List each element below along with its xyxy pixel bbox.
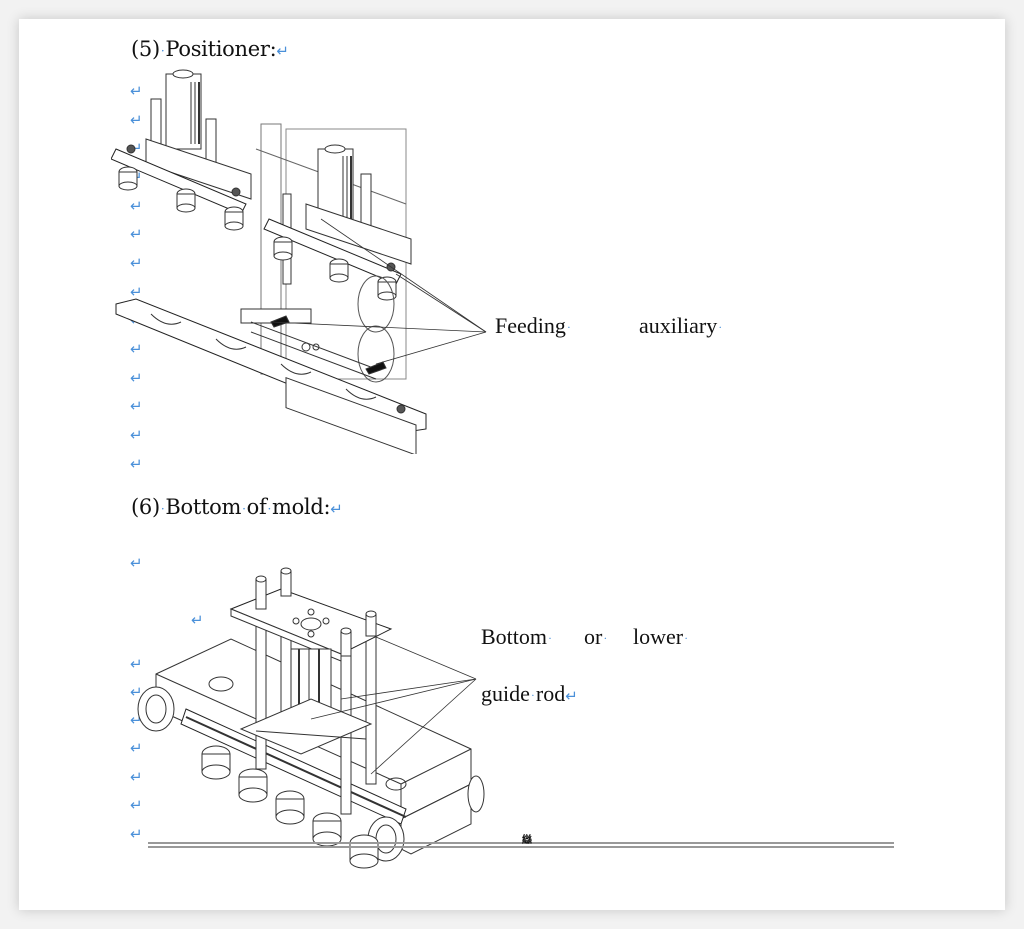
paragraph-return-icon: ↵ xyxy=(130,254,143,272)
section-number: (5) xyxy=(131,37,160,61)
callout-word: Feeding xyxy=(495,313,566,338)
space-mark: · xyxy=(242,501,246,516)
paragraph-return-icon: ↵ xyxy=(130,768,143,786)
positioner-callout-cont: auxiliary· xyxy=(639,313,723,339)
paragraph-return-icon: ↵ xyxy=(130,111,143,129)
paragraph-return-icon: ↵ xyxy=(130,739,143,757)
footer-glyph: 䜌 xyxy=(522,835,532,846)
callout-word: lower xyxy=(633,624,684,649)
paragraph-return-icon: ↵ xyxy=(130,455,143,473)
paragraph-return-icon: ↵ xyxy=(130,197,143,215)
section-title: Positioner: xyxy=(165,37,277,61)
space-mark: · xyxy=(160,501,165,516)
document-page: (5)·Positioner:↵ ↵ ↵ ↵ ↵ ↵ ↵ ↵ ↵ ↵ ↵ ↵ ↵… xyxy=(19,19,1005,910)
section-title-word: Bottom xyxy=(165,495,242,519)
space-mark: · xyxy=(548,631,553,646)
paragraph-return-icon: ↵ xyxy=(130,655,143,673)
space-mark: · xyxy=(684,631,689,646)
paragraph-return-icon: ↵ xyxy=(191,611,204,629)
bottom-callout-line-1: Bottom· xyxy=(481,624,553,650)
bottom-of-mold-drawing xyxy=(111,549,491,899)
paragraph-return-icon: ↵ xyxy=(130,225,143,243)
section-number: (6) xyxy=(131,495,160,519)
paragraph-return-icon: ↵ xyxy=(130,82,143,100)
paragraph-return-icon: ↵ xyxy=(130,554,143,572)
callout-word: guide xyxy=(481,681,530,706)
callout-leader-lines xyxy=(271,219,486,364)
paragraph-return-icon: ↵ xyxy=(276,42,289,60)
right-rollers xyxy=(274,237,396,300)
paragraph-return-icon: ↵ xyxy=(130,825,143,843)
paragraph-return-icon: ↵ xyxy=(130,426,143,444)
paragraph-return-icon: ↵ xyxy=(130,397,143,415)
paragraph-return-icon: ↵ xyxy=(130,796,143,814)
callout-word: rod xyxy=(535,681,566,706)
section-6-heading: (6)·Bottom·of·mold:↵ xyxy=(131,495,343,519)
space-mark: · xyxy=(718,320,723,335)
callout-word: auxiliary xyxy=(639,313,718,338)
paragraph-return-icon: ↵ xyxy=(130,683,143,701)
footer-double-rule xyxy=(148,842,894,848)
space-mark: · xyxy=(566,320,571,335)
positioner-drawing xyxy=(111,64,491,454)
feeding-bar xyxy=(116,299,426,454)
positioner-callout: Feeding· xyxy=(495,313,572,339)
space-mark: · xyxy=(267,501,271,516)
paragraph-return-icon: ↵ xyxy=(130,283,143,301)
paragraph-return-icon: ↵ xyxy=(130,369,143,387)
section-title-word: mold: xyxy=(271,495,331,519)
paragraph-return-icon: ↵ xyxy=(330,500,343,518)
callout-leader-lines xyxy=(311,637,476,774)
callout-word: or xyxy=(584,624,603,649)
left-rollers xyxy=(119,145,243,230)
paragraph-return-icon: ↵ xyxy=(130,340,143,358)
section-5-heading: (5)·Positioner:↵ xyxy=(131,37,289,61)
space-mark: · xyxy=(603,631,608,646)
bottom-callout-line-2: guide·rod↵ xyxy=(481,681,578,707)
bottom-callout-word-or: or· xyxy=(584,624,608,650)
callout-word: Bottom xyxy=(481,624,548,649)
bottom-callout-word-lower: lower· xyxy=(633,624,689,650)
space-mark: · xyxy=(160,43,165,58)
section-title-word: of xyxy=(246,495,267,519)
paragraph-return-icon: ↵ xyxy=(565,687,578,705)
guide-rods xyxy=(231,568,391,814)
space-mark: · xyxy=(530,688,535,703)
